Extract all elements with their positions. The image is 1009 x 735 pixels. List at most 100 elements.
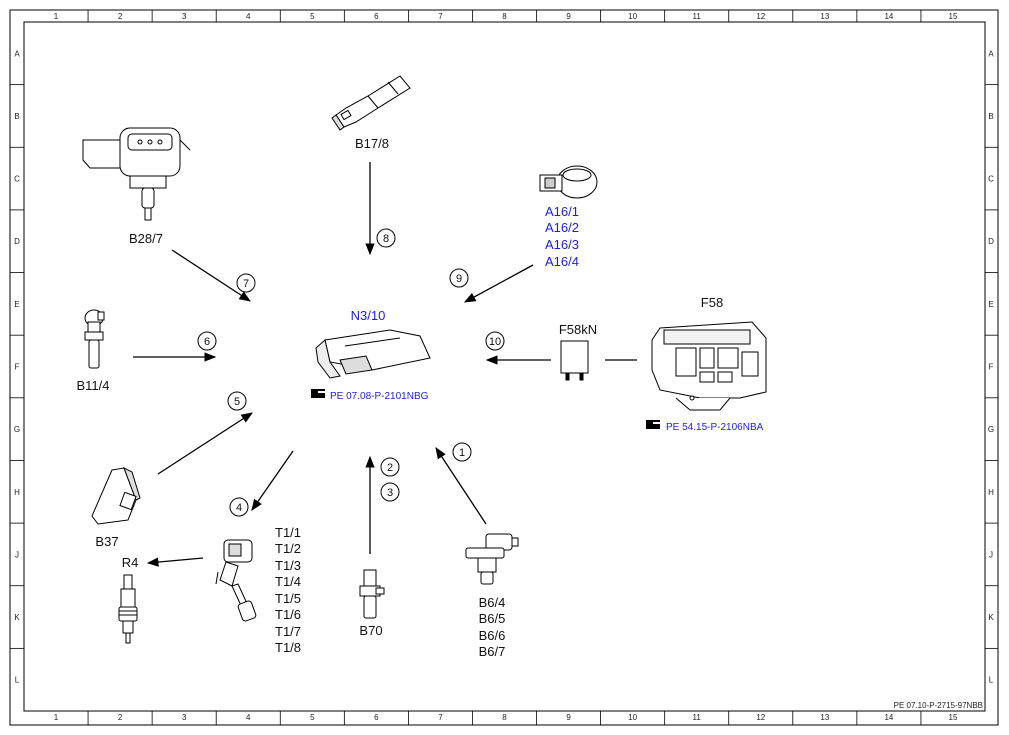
marker-2: 2 (380, 457, 400, 477)
grid-column-label: 14 (884, 713, 893, 722)
grid-row-label: D (14, 237, 20, 246)
f58-reference-link[interactable]: PE 54.15-P-2106NBA (646, 420, 764, 433)
grid-row-label: B (988, 112, 993, 121)
label-b11-4: B11/4 (76, 378, 109, 393)
r4-spark-plug-drawing (118, 574, 138, 644)
grid-column-label: 5 (310, 713, 315, 722)
b28-7-sensor-drawing (82, 127, 191, 221)
inner-frame (23, 21, 986, 712)
label-a16-2: A16/2 (545, 220, 579, 235)
label-b6-6: B6/6 (479, 628, 506, 643)
label-b6-5: B6/5 (479, 611, 506, 626)
marker-8: 8 (376, 228, 396, 248)
label-t1-3: T1/3 (275, 558, 301, 573)
grid-row-label: A (988, 49, 994, 58)
label-b6-7: B6/7 (479, 644, 506, 659)
grid-row-label: A (14, 49, 20, 58)
grid-column-label: 11 (693, 12, 702, 21)
grid-row-label: C (14, 175, 20, 184)
grid-column-label: 11 (693, 713, 702, 722)
grid-row-label: B (14, 112, 19, 121)
grid-column-label: 9 (566, 12, 571, 21)
grid-column-label: 6 (374, 713, 379, 722)
b70-sensor-drawing (359, 569, 385, 619)
grid-column-label: 3 (182, 12, 187, 21)
grid-row-label: F (15, 363, 20, 372)
label-t1-4: T1/4 (275, 574, 301, 589)
marker-7-label: 7 (243, 278, 249, 290)
grid-column-label: 8 (502, 12, 507, 21)
marker-5-label: 5 (234, 396, 240, 408)
hand-pointer-icon-finger (653, 422, 661, 424)
hand-pointer-icon (311, 389, 325, 398)
grid-column-label: 15 (949, 12, 958, 21)
marker-9: 9 (449, 268, 469, 288)
grid-column-label: 15 (949, 713, 958, 722)
grid-row-label: C (988, 175, 994, 184)
label-t1-7: T1/7 (275, 624, 301, 639)
marker-9-label: 9 (456, 273, 462, 285)
grid-row-label: G (14, 425, 20, 434)
grid-row-label: H (14, 488, 20, 497)
arrow-1 (435, 447, 487, 525)
label-t1-6: T1/6 (275, 607, 301, 622)
label-a16-1: A16/1 (545, 204, 579, 219)
grid-row-label: L (989, 676, 994, 685)
document-code: PE 07.10-P-2715-97NBB (894, 701, 983, 710)
connector-lines (133, 162, 637, 567)
n3-10-reference-link[interactable]: PE 07.08-P-2101NBG (311, 389, 429, 402)
grid-row-label: G (988, 425, 994, 434)
grid-column-label: 3 (182, 713, 187, 722)
grid-row-label: D (988, 237, 994, 246)
label-n3-10: N3/10 (351, 308, 386, 323)
label-b70: B70 (359, 623, 382, 638)
grid-row-label: H (988, 488, 994, 497)
grid-column-label: 12 (756, 713, 765, 722)
n3-10-reference-text: PE 07.08-P-2101NBG (330, 391, 429, 402)
label-a16-3: A16/3 (545, 237, 579, 252)
grid-column-label: 1 (54, 713, 59, 722)
arrow-9 (463, 264, 534, 303)
f58kn-relay-drawing (560, 340, 589, 381)
marker-8-label: 8 (383, 233, 389, 245)
marker-7: 7 (236, 273, 256, 293)
grid-column-label: 10 (628, 12, 637, 21)
grid-labels: 1122334455667788991010111112121313141415… (14, 12, 994, 722)
grid-column-label: 4 (246, 12, 251, 21)
marker-5: 5 (227, 391, 247, 411)
label-b6-4: B6/4 (479, 595, 506, 610)
grid-column-label: 13 (820, 713, 829, 722)
grid-row-label: J (989, 550, 993, 559)
b37-pedal-sensor-drawing (91, 466, 141, 525)
marker-2-label: 2 (387, 462, 393, 474)
label-f58kn: F58kN (559, 322, 597, 337)
b11-4-sensor-drawing (84, 309, 105, 369)
grid-column-label: 7 (438, 12, 443, 21)
f58-fusebox-drawing (651, 321, 767, 411)
grid-row-label: K (14, 613, 20, 622)
marker-6: 6 (197, 331, 217, 351)
label-t1-2: T1/2 (275, 541, 301, 556)
marker-4: 4 (229, 497, 249, 517)
grid-column-label: 9 (566, 713, 571, 722)
grid-column-label: 2 (118, 713, 123, 722)
a16-knock-sensor-drawing (539, 165, 598, 199)
grid-column-label: 5 (310, 12, 315, 21)
label-r4: R4 (122, 555, 139, 570)
t1-ignition-coil-drawing (215, 539, 257, 622)
marker-1: 1 (452, 442, 472, 462)
grid-row-label: F (989, 363, 994, 372)
label-t1-8: T1/8 (275, 640, 301, 655)
f58-reference-text: PE 54.15-P-2106NBA (666, 422, 764, 433)
label-t1-1: T1/1 (275, 525, 301, 540)
outer-frame (9, 9, 999, 726)
grid-row-label: K (988, 613, 994, 622)
label-b17-8: B17/8 (355, 136, 389, 151)
grid-column-label: 10 (628, 713, 637, 722)
grid-column-label: 4 (246, 713, 251, 722)
marker-6-label: 6 (204, 336, 210, 348)
marker-3: 3 (380, 482, 400, 502)
marker-3-label: 3 (387, 487, 393, 499)
grid-row-label: E (988, 300, 993, 309)
